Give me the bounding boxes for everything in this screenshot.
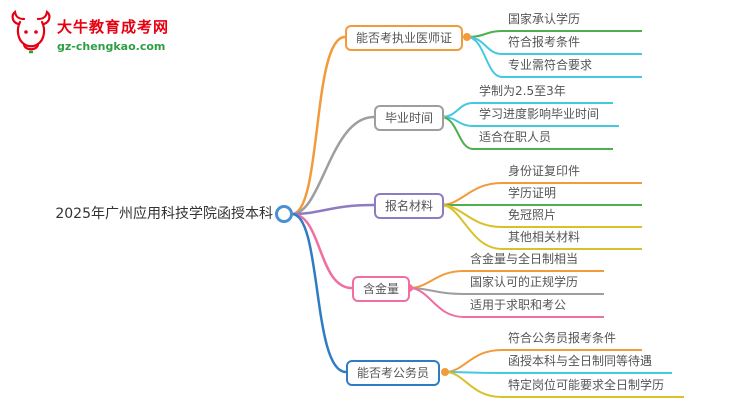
leaf-node[interactable]: 函授本科与全日制同等待遇	[502, 350, 673, 374]
root-node-ring[interactable]	[275, 205, 293, 223]
logo-title: 大牛教育成考网	[57, 18, 170, 36]
branch-curve	[291, 212, 353, 290]
child-curve	[440, 182, 503, 206]
child-curve	[440, 204, 503, 250]
leaf-node[interactable]: 特定岗位可能要求全日制学历	[502, 374, 685, 398]
branch-curve	[291, 115, 375, 216]
leaf-node[interactable]: 国家承认学历	[502, 8, 642, 32]
branch-node-graduation-time[interactable]: 毕业时间	[374, 105, 445, 131]
branch-node-medical-license[interactable]: 能否考执业医师证	[345, 25, 464, 51]
branch-node-value[interactable]: 含金量	[352, 276, 411, 302]
leaf-node[interactable]: 身份证复印件	[502, 160, 642, 184]
leaf-node[interactable]: 学制为2.5至3年	[473, 80, 613, 104]
child-curve	[466, 36, 503, 55]
branch-node-materials[interactable]: 报名材料	[374, 193, 445, 219]
logo-url: gz-chengkao.com	[57, 40, 166, 53]
leaf-node[interactable]: 免冠照片	[502, 204, 642, 228]
child-curve	[444, 371, 503, 398]
leaf-node[interactable]: 适合在职人员	[473, 126, 613, 150]
leaf-node[interactable]: 专业需符合要求	[502, 54, 642, 78]
root-node-label[interactable]: 2025年广州应用科技学院函授本科	[55, 206, 273, 222]
branch-curve	[291, 203, 375, 216]
branch-dot	[463, 33, 471, 41]
child-curve	[466, 30, 503, 38]
leaf-node[interactable]: 学历证明	[502, 182, 642, 206]
logo-bull-icon	[11, 10, 51, 54]
branch-dot	[441, 368, 449, 376]
logo-text: 大牛教育成考网 gz-chengkao.com	[57, 10, 169, 53]
child-curve	[408, 270, 465, 289]
child-curve	[466, 36, 503, 78]
leaf-node[interactable]: 适用于求职和考公	[464, 294, 604, 318]
leaf-node[interactable]: 学习进度影响毕业时间	[473, 103, 620, 127]
branch-curve	[291, 212, 347, 374]
child-curve	[440, 102, 474, 118]
leaf-node[interactable]: 国家认可的正规学历	[464, 271, 604, 295]
leaf-node[interactable]: 符合公务员报考条件	[502, 327, 642, 351]
site-logo: 大牛教育成考网 gz-chengkao.com	[10, 10, 169, 56]
leaf-node[interactable]: 含金量与全日制相当	[464, 248, 604, 272]
branch-node-civil-service[interactable]: 能否考公务员	[346, 360, 441, 386]
leaf-node[interactable]: 符合报考条件	[502, 31, 642, 55]
child-curve	[408, 287, 465, 318]
child-curve	[444, 349, 503, 373]
leaf-node[interactable]: 其他相关材料	[502, 226, 642, 250]
branch-curve	[291, 35, 346, 216]
